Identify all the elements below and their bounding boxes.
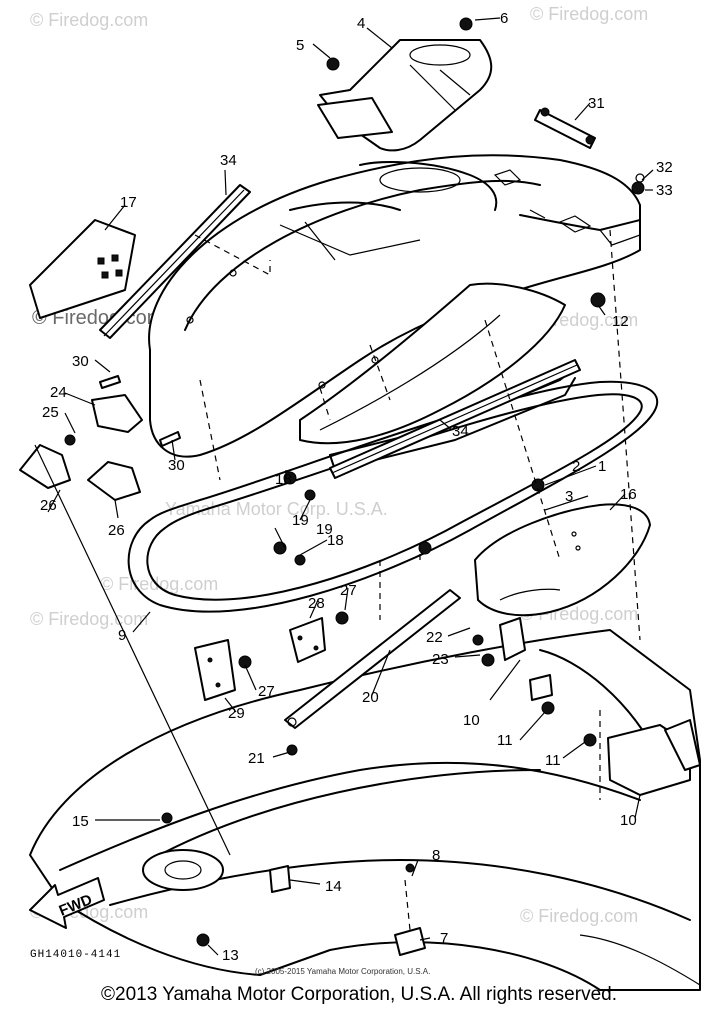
callout-15: 15 <box>72 813 89 830</box>
callout-30-bottom: 30 <box>168 457 185 474</box>
inner-copyright: (c) 2005-2015 Yamaha Motor Corporation, … <box>255 967 430 976</box>
callout-18: 18 <box>327 532 344 549</box>
hood-part <box>317 39 493 152</box>
leader-lines <box>34 17 654 956</box>
callout-10-mid: 10 <box>463 712 480 729</box>
callout-21: 21 <box>248 750 265 767</box>
callout-25: 25 <box>42 404 59 421</box>
watermark-bottom-right: © Firedog.com <box>520 906 638 926</box>
watermark-top-left: © Firedog.com <box>30 10 148 30</box>
callout-34-center: 34 <box>452 423 469 440</box>
watermark-top-right: © Firedog.com <box>530 4 648 24</box>
copyright-footer: ©2013 Yamaha Motor Corporation, U.S.A. A… <box>101 984 617 1005</box>
callout-34-top: 34 <box>220 152 237 169</box>
callout-27-bottom: 27 <box>258 683 275 700</box>
callout-14: 14 <box>325 878 342 895</box>
bracket-31 <box>534 107 596 149</box>
callout-30-top: 30 <box>72 353 89 370</box>
callout-labels: 4 5 6 31 32 33 34 17 12 30 24 25 30 34 2… <box>40 10 673 964</box>
callout-4: 4 <box>357 15 365 32</box>
callout-33: 33 <box>656 182 673 199</box>
callout-3: 3 <box>565 488 573 505</box>
rail-left <box>99 184 251 339</box>
callout-11-mid: 11 <box>497 732 513 749</box>
callout-26-right: 26 <box>108 522 125 539</box>
callout-10-right: 10 <box>620 812 637 829</box>
callout-13: 13 <box>222 947 239 964</box>
callout-9: 9 <box>118 627 126 644</box>
fender-part <box>474 503 651 617</box>
callout-19-top: 19 <box>292 512 309 529</box>
callout-12: 12 <box>612 313 629 330</box>
callout-29: 29 <box>228 705 245 722</box>
gasket-ring <box>127 380 658 613</box>
strap-20 <box>284 589 461 729</box>
callout-28: 28 <box>308 595 325 612</box>
assembly-lines <box>194 229 641 931</box>
bumper-parts <box>142 617 701 956</box>
callout-19: 19 <box>316 521 333 538</box>
callout-8: 8 <box>432 847 440 864</box>
callout-24: 24 <box>50 384 67 401</box>
drawing-code: GH14010-4141 <box>30 949 121 961</box>
watermark-left-low: © Firedog.com <box>100 574 218 594</box>
callout-6: 6 <box>500 10 508 27</box>
callout-31: 31 <box>588 95 605 112</box>
callout-17: 17 <box>120 194 137 211</box>
callout-22: 22 <box>426 629 443 646</box>
pad-part <box>29 219 136 319</box>
callout-5: 5 <box>296 37 304 54</box>
callout-32: 32 <box>656 159 673 176</box>
callout-2: 2 <box>572 458 580 475</box>
fasteners <box>64 17 645 947</box>
watermark-mid-left: © Firedog.com <box>30 609 148 629</box>
callout-7: 7 <box>440 930 448 947</box>
callout-20: 20 <box>362 689 379 706</box>
callout-27-top: 27 <box>340 582 357 599</box>
callout-1: 1 <box>598 458 606 475</box>
hull-shape <box>29 629 701 991</box>
callout-26-left: 26 <box>40 497 57 514</box>
callout-11-right: 11 <box>545 752 561 769</box>
callout-16: 16 <box>620 486 637 503</box>
rail-center <box>329 359 581 479</box>
deck-body <box>148 154 641 458</box>
watermark-center: Yamaha Motor Corp. U.S.A. <box>165 499 388 519</box>
callout-23: 23 <box>432 651 449 668</box>
callout-18-top: 18 <box>275 471 292 488</box>
